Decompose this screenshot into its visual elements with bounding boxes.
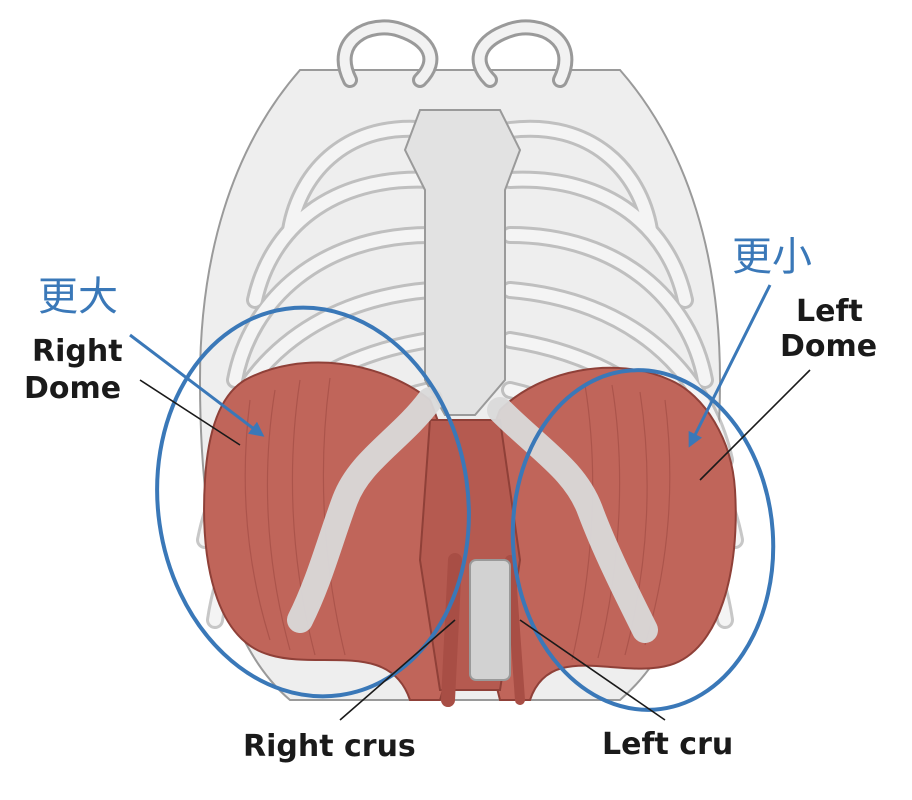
right-crus-label: Right crus (243, 729, 416, 764)
right-crus-muscle (441, 553, 462, 707)
vertebra (469, 559, 511, 681)
right-dome-highlight-ellipse (155, 305, 471, 699)
left-crus-label: Left cru (602, 727, 734, 762)
left-dome-label-line1: Left (796, 294, 863, 329)
costal-margin-right (287, 387, 443, 633)
right-dome-label-line1: Right (32, 334, 123, 369)
left-dome-leader (699, 369, 811, 481)
right-dome-label-line2: Dome (24, 371, 122, 406)
left-dome-highlight-ellipse (510, 368, 776, 712)
left-note-arrow (688, 284, 772, 448)
right-crus-leader (339, 619, 456, 721)
left-note: 更小 (732, 234, 812, 280)
left-crus-muscle (505, 555, 525, 705)
right-dome-leader (139, 379, 241, 446)
diaphragm (203, 361, 737, 707)
left-dome-label-line2: Dome (780, 329, 878, 364)
sternum (403, 109, 522, 416)
right-note: 更大 (38, 274, 118, 320)
right-note-arrow (129, 333, 265, 437)
left-crus-leader (519, 619, 666, 721)
muscle-fibers (244, 377, 671, 661)
